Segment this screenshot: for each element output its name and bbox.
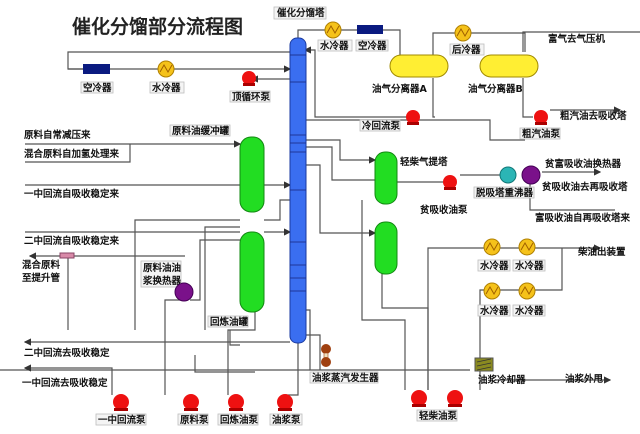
slurry-pump-label: 油浆泵: [272, 414, 301, 426]
after-cooler-icon[interactable]: [454, 24, 472, 42]
slurry-steam-generator-icon[interactable]: [321, 344, 331, 367]
feed-pump-icon[interactable]: [183, 394, 199, 411]
mid1-from-absorb-label: 一中回流自吸收稳定来: [24, 188, 120, 200]
lean-rich-exchanger-icon[interactable]: [521, 165, 541, 185]
recycle-oil-tank-icon[interactable]: [239, 231, 265, 313]
desorber-reboiler-icon[interactable]: [499, 166, 517, 184]
diesel-water-cooler-3-icon[interactable]: [483, 282, 501, 300]
feed-slurry-exchanger-label-1: 原料油油: [143, 262, 181, 274]
top-circ-pump-icon[interactable]: [242, 71, 256, 86]
mixed-feed-to-riser-label-2: 至提升管: [22, 272, 61, 284]
slurry-export-label: 油浆外甩: [565, 373, 604, 385]
separator-a-icon[interactable]: [389, 54, 449, 78]
light-diesel-stripper-upper-icon[interactable]: [374, 151, 398, 205]
light-diesel-pump-label: 轻柴油泵: [419, 410, 458, 422]
separator-b-label: 油气分离器B: [468, 83, 523, 95]
tr-air-cooler-label: 空冷器: [83, 82, 112, 94]
recycle-oil-pump-label: 回炼油泵: [220, 414, 259, 426]
tr-water-cooler-icon[interactable]: [157, 60, 175, 78]
feed-from-atm-vac-label: 原料自常减压来: [24, 129, 91, 141]
rich-oil-from-reabsorb-label: 富吸收油自再吸收塔来: [535, 212, 631, 224]
diesel-cooler-1-label: 水冷器: [480, 260, 509, 272]
main-fractionator-column[interactable]: [289, 37, 307, 344]
mid1-to-absorb-label: 一中回流去吸收稳定: [22, 377, 108, 389]
crude-gasoline-out-label: 粗汽油去吸收塔: [560, 110, 627, 122]
light-diesel-stripper-lower-icon[interactable]: [374, 221, 398, 275]
top-air-cooler-label: 空冷器: [358, 40, 387, 52]
recycle-oil-pump-icon[interactable]: [228, 394, 244, 411]
mixed-feed-from-hydro-label: 混合原料自加氢处理来: [24, 148, 120, 160]
slurry-cooler-label: 油浆冷却器: [478, 374, 526, 386]
feed-slurry-exchanger-icon[interactable]: [174, 282, 194, 302]
recycle-oil-tank-label: 回炼油罐: [210, 316, 249, 328]
mixed-feed-to-riser-label-1: 混合原料: [22, 259, 61, 271]
lean-oil-to-reabsorb-label: 贫吸收油去再吸收塔: [542, 181, 628, 193]
crude-gasoline-pump-icon[interactable]: [534, 110, 548, 125]
pipes: [0, 29, 640, 396]
mid1-reflux-pump-label: 一中回流泵: [98, 414, 146, 426]
diesel-cooler-2-label: 水冷器: [515, 260, 544, 272]
feed-slurry-exchanger-label-2: 浆换热器: [142, 275, 182, 287]
main-column-label: 催化分馏塔: [277, 7, 325, 19]
top-circ-pump-label: 顶循环泵: [232, 91, 271, 103]
light-diesel-pump-1-icon[interactable]: [411, 390, 427, 407]
mid2-from-absorb-label: 二中回流自吸收稳定来: [24, 235, 120, 247]
lean-absorb-pump-label: 贫吸收油泵: [420, 204, 468, 216]
mid2-to-absorb-label: 二中回流去吸收稳定: [24, 347, 110, 359]
feed-buffer-tank-label: 原料油缓冲罐: [172, 125, 230, 137]
slurry-steam-gen-label: 油浆蒸汽发生器: [312, 372, 379, 384]
top-air-cooler-icon[interactable]: [357, 25, 383, 34]
light-diesel-stripper-label: 轻柴气提塔: [400, 156, 448, 168]
tr-air-cooler-icon[interactable]: [83, 64, 110, 74]
after-cooler-label: 后冷器: [452, 44, 481, 56]
slurry-pump-icon[interactable]: [277, 394, 293, 411]
desorber-reboiler-label: 脱吸塔重沸器: [476, 187, 534, 199]
riser-nozzle-icon: [59, 252, 75, 259]
diesel-water-cooler-4-icon[interactable]: [518, 282, 536, 300]
rich-gas-label: 富气去气压机: [548, 33, 606, 45]
cold-reflux-pump-label: 冷回流泵: [362, 120, 401, 132]
cold-reflux-pump-icon[interactable]: [406, 110, 420, 125]
feed-pump-label: 原料泵: [180, 414, 209, 426]
diesel-cooler-3-label: 水冷器: [480, 305, 509, 317]
diesel-water-cooler-2-icon[interactable]: [518, 238, 536, 256]
separator-b-icon[interactable]: [479, 54, 539, 78]
diagram-title: 催化分馏部分流程图: [72, 15, 243, 38]
top-water-cooler-icon[interactable]: [324, 21, 342, 39]
diesel-water-cooler-1-icon[interactable]: [483, 238, 501, 256]
crude-gasoline-pump-label: 粗汽油泵: [522, 128, 561, 140]
top-water-cooler-label: 水冷器: [320, 40, 349, 52]
diesel-out-label: 柴油出装置: [577, 246, 626, 258]
tr-water-cooler-label: 水冷器: [152, 82, 181, 94]
feed-buffer-tank-icon[interactable]: [239, 136, 265, 213]
separator-a-label: 油气分离器A: [372, 83, 428, 95]
lean-rich-exchanger-label: 贫富吸收油换热器: [545, 158, 622, 170]
slurry-cooler-icon[interactable]: [474, 357, 494, 372]
mid1-reflux-pump-icon[interactable]: [113, 394, 129, 411]
diesel-cooler-4-label: 水冷器: [515, 305, 544, 317]
light-diesel-pump-2-icon[interactable]: [447, 390, 463, 407]
lean-absorb-pump-icon[interactable]: [443, 175, 457, 190]
